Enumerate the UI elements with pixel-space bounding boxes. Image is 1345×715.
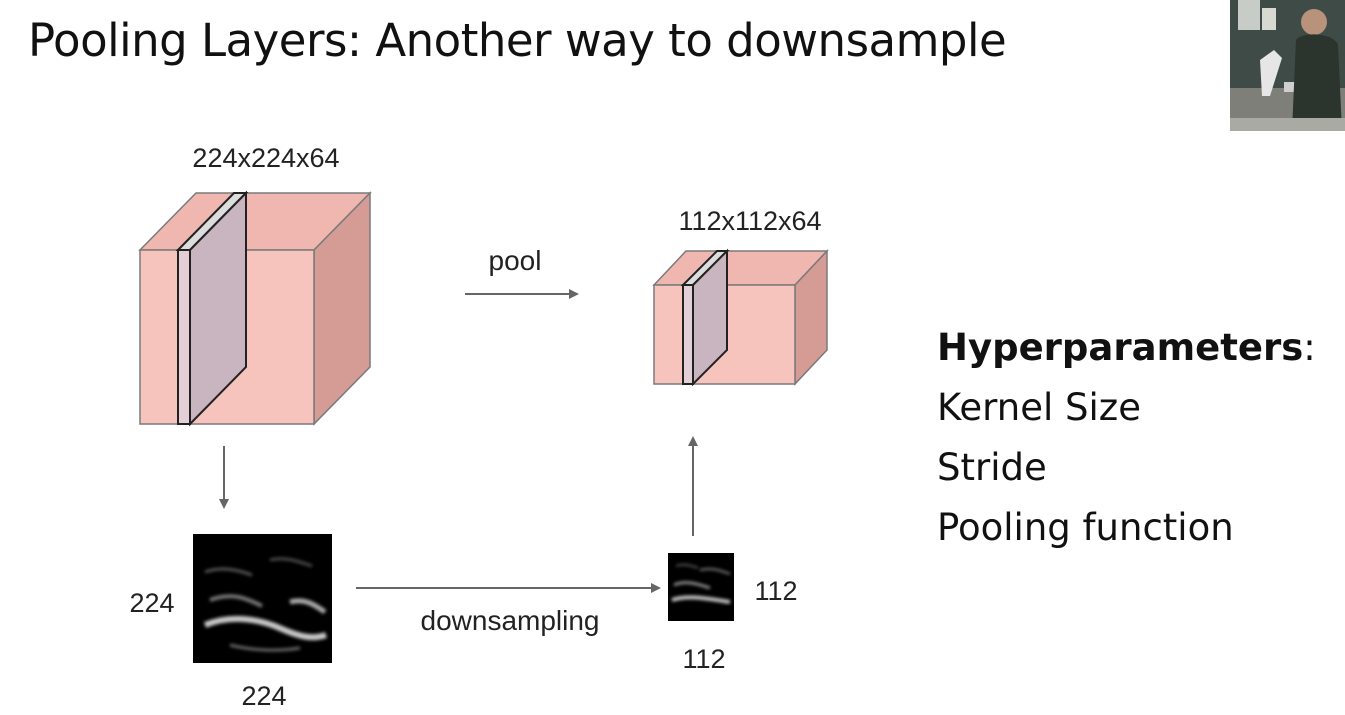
output-volume: [652, 248, 829, 387]
output-map-width: 112: [682, 644, 725, 674]
output-map-height: 112: [754, 576, 797, 606]
output-volume-label: 112x112x64: [678, 206, 821, 236]
hyperparameters-title: Hyperparameters:: [937, 318, 1316, 378]
title-subtitle: : Another way to downsample: [346, 14, 1007, 67]
input-depth-slice: [175, 190, 249, 427]
output-activation-map: [668, 553, 734, 621]
input-activation-map: [193, 534, 332, 663]
hyperparameter-pooling-function: Pooling function: [937, 506, 1234, 549]
pool-label: pool: [489, 245, 542, 276]
input-map-width: 224: [241, 681, 286, 711]
hyperparameters-heading: Hyperparameters: [937, 326, 1304, 369]
input-map-height: 224: [129, 588, 174, 618]
presenter-webcam-thumbnail: [1230, 0, 1345, 131]
output-depth-slice: [680, 248, 730, 387]
input-volume-label: 224x224x64: [192, 143, 339, 173]
hyperparameters-panel: Hyperparameters: Kernel Size Stride Pool…: [937, 318, 1316, 558]
hyperparameter-kernel-size: Kernel Size: [937, 386, 1141, 429]
hyperparameters-colon: :: [1303, 326, 1316, 369]
input-volume: [138, 190, 372, 427]
webcam-image: [1230, 0, 1345, 131]
hyperparameter-stride: Stride: [937, 446, 1047, 489]
downsampling-label: downsampling: [421, 605, 600, 636]
title-main: Pooling Layers: [28, 14, 347, 67]
slide-title: Pooling Layers: Another way to downsampl…: [28, 14, 1007, 67]
